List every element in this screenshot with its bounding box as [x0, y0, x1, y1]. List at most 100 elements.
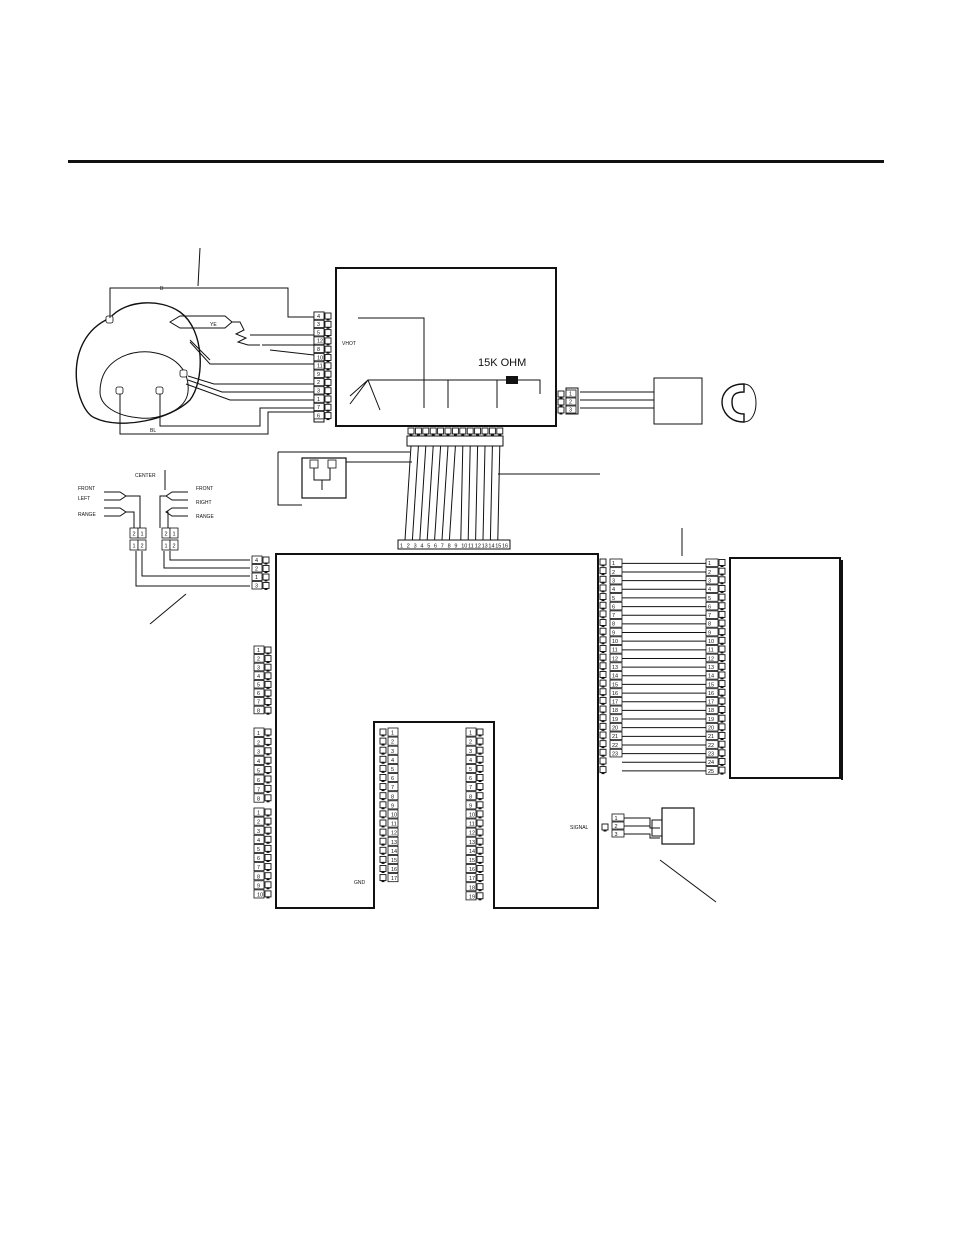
ribbon-plug [397, 539, 511, 550]
left-group-b-pin-2: 2 [253, 737, 272, 746]
display-connector-pin-label: 24 [708, 760, 714, 766]
left-group-b-pin-label: 2 [257, 740, 260, 746]
header-rule [68, 160, 884, 163]
ribbon-plug-pin-label: 7 [441, 544, 444, 550]
display-jack-icon [718, 662, 726, 671]
inner-right-pin-19: 19 [465, 891, 484, 900]
left-group-b-pin-label: 7 [257, 787, 260, 793]
motor-terminal-4 [155, 386, 164, 395]
display-connector-pin-label: 3 [708, 578, 711, 584]
inner-right-pin-label: 19 [469, 894, 475, 900]
motor-connector-pin-11: 1 [313, 394, 332, 404]
motor-connector-pin-label: 2 [317, 380, 320, 386]
inner-left-pin-4: 4 [379, 754, 399, 764]
audio-connector-jack-icon [262, 582, 270, 590]
cable-left-pin-label: 13 [612, 665, 618, 671]
main-right-jack-icon [599, 766, 607, 775]
left-group-c-jack-icon [264, 872, 272, 881]
svg-text:YE: YE [210, 322, 217, 328]
cable-left-pin-5: 5 [609, 593, 623, 602]
left-group-a-pin-3: 3 [253, 662, 272, 672]
inner-right-jack-icon [476, 801, 484, 810]
inner-right-jack-icon [476, 783, 484, 792]
audio-connector-pin-3: 1 [251, 572, 270, 582]
sensor-connector-pin-1: 1 [557, 389, 577, 399]
inner-right-pin-10: 10 [465, 809, 484, 819]
display-jack-icon [718, 576, 726, 585]
left-group-a-pin-label: 1 [257, 648, 260, 654]
display-connector-pin-3: 3 [705, 575, 719, 584]
inner-right-pin-3: 3 [465, 745, 484, 755]
motor-connector-jack-icon [324, 378, 332, 387]
display-connector-pin-label: 7 [708, 613, 711, 619]
motor-connector-pin-5: 8 [313, 344, 332, 354]
main-right-jack-icon [599, 696, 607, 705]
cable-left-pin-label: 17 [612, 700, 618, 706]
cable-left-pin-12: 12 [609, 653, 623, 662]
display-jack-icon [718, 740, 726, 749]
display-connector-pin-label: 10 [708, 639, 714, 645]
left-group-c-pin-label: 3 [257, 829, 260, 835]
motor-connector-jack-icon [324, 412, 332, 421]
cable-left-pin-label: 7 [612, 613, 615, 619]
left-group-a-pin-label: 3 [257, 665, 260, 671]
display-connector-pin-label: 25 [708, 769, 714, 775]
control-board-jacks [407, 427, 504, 436]
control-board-wiring: 15K OHM VHOT [342, 317, 541, 411]
cable-left-pin-label: 9 [612, 630, 615, 636]
display-connector-pin-label: 17 [708, 700, 714, 706]
left-group-c-pin-label: 1 [257, 811, 260, 817]
ribbon-plug-pin-label: 14 [488, 544, 494, 550]
inner-left-pin-label: 14 [391, 849, 397, 855]
left-group-c-pin-label: 5 [257, 847, 260, 853]
cable-left-pin-label: 22 [612, 743, 618, 749]
ribbon-plug-pin-label: 16 [502, 544, 508, 550]
motor-terminal-2 [179, 369, 188, 378]
gnd-label: GND [354, 880, 366, 886]
main-right-jack-icon [599, 593, 607, 602]
audio-connector-pin-label: 4 [255, 558, 258, 564]
resistor-15k [506, 376, 518, 384]
audio-connector-pin-label: 1 [255, 575, 258, 581]
display-connector-pin-label: 9 [708, 630, 711, 636]
left-group-a-pin-1: 1 [253, 645, 272, 655]
ribbon-wire [426, 445, 434, 541]
main-right-jack-icon [599, 575, 607, 584]
ribbon-plug-pin-label: 2 [407, 544, 410, 550]
main-right-jack-icon [599, 567, 607, 576]
motor-connector-pin-12: 7 [313, 402, 332, 412]
ribbon-wire [419, 445, 427, 541]
display-connector-pin-19: 19 [705, 714, 719, 723]
motor-connector-pin-8: 9 [313, 369, 332, 379]
speaker-plug-cell: 2 [169, 539, 179, 551]
speaker-plug-cell: 2 [161, 527, 171, 539]
display-connector-pin-10: 10 [705, 636, 719, 645]
inner-left-jack-icon [379, 801, 387, 810]
display-connector-pin-label: 6 [708, 604, 711, 610]
left-group-b-pin-label: 6 [257, 778, 260, 784]
speaker-plug-cell: 1 [129, 539, 139, 551]
display-connector-pin-1: 1 [705, 558, 719, 567]
cable-left-pin-label: 23 [612, 751, 618, 757]
inner-right-jack-icon [476, 728, 484, 737]
inner-left-pin-label: 5 [391, 767, 394, 773]
speaker-plug-pin-label: 1 [141, 532, 144, 538]
main-board [275, 553, 599, 909]
display-connector-pin-label: 8 [708, 622, 711, 628]
main-right-jack-icon [599, 722, 607, 731]
inner-right-pin-12: 12 [465, 827, 484, 837]
inner-right-pin-label: 16 [469, 867, 475, 873]
display-connector-pin-4: 4 [705, 584, 719, 593]
board-jack-icon [437, 427, 445, 436]
display-connector-pin-8: 8 [705, 619, 719, 628]
inner-right-jack-icon [476, 792, 484, 801]
ribbon-plug-pin-label: 10 [461, 544, 467, 550]
display-jack-icon [718, 559, 726, 567]
speaker-plug-cell: 1 [161, 539, 171, 551]
main-right-jack-icon [599, 610, 607, 619]
left-group-c-jack-icon [264, 863, 272, 872]
speaker-plug-pin-label: 1 [165, 544, 168, 550]
